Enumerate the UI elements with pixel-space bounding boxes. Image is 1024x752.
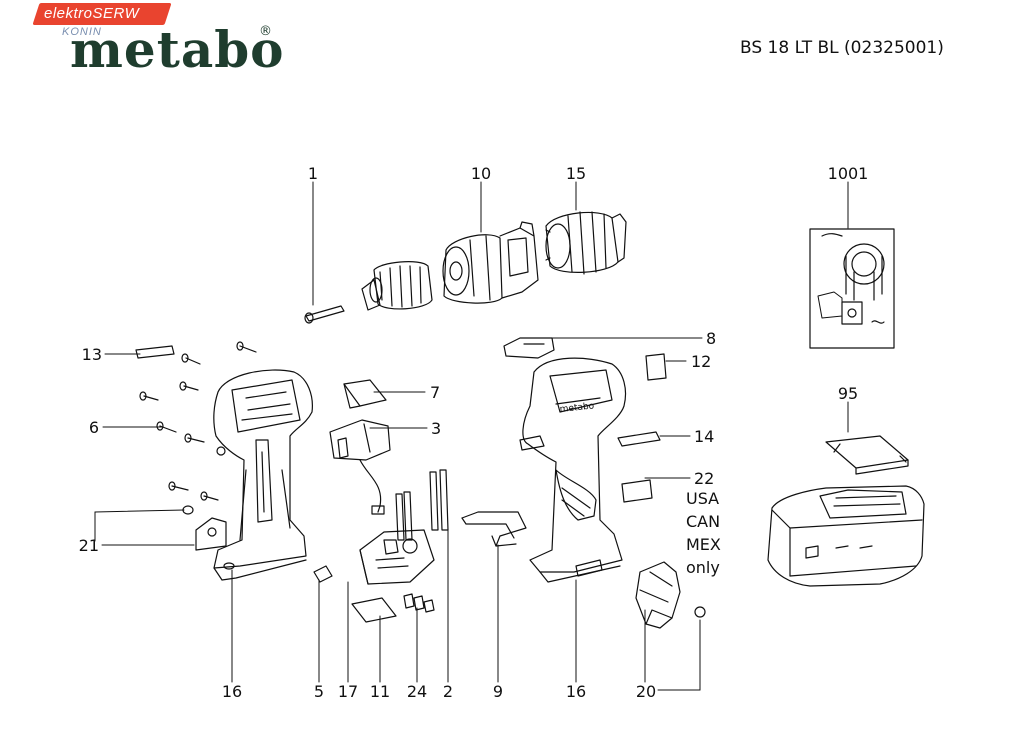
part-10-gearbox: [442, 221, 539, 304]
part-9-spring-clip: [461, 511, 527, 547]
note-line-only: only: [686, 558, 720, 577]
part-6-screws: [139, 341, 257, 501]
callout-21: 21: [79, 536, 99, 555]
callout-7: 7: [430, 383, 440, 402]
brand-logo: metabo: [70, 20, 285, 79]
callout-16-right: 16: [566, 682, 586, 701]
part-battery-pack: [767, 485, 925, 587]
callout-16-left: 16: [222, 682, 242, 701]
callout-5: 5: [314, 682, 324, 701]
callout-95: 95: [838, 384, 858, 403]
part-24-terminals: [403, 593, 435, 613]
part-12-label: [645, 353, 667, 381]
callout-17: 17: [338, 682, 358, 701]
callout-2: 2: [443, 682, 453, 701]
watermark-subtext: KONIN: [62, 26, 102, 38]
part-14-label: [617, 431, 661, 447]
part-16-right-housing: metabo: [519, 357, 627, 583]
callout-6: 6: [89, 418, 99, 437]
part-21-clip: [182, 505, 227, 551]
part-7-switch-cover: [343, 379, 387, 409]
callout-numbers: 1 10 15 1001 8 12 13 7 3 6 14 22 95 21 1…: [79, 164, 869, 701]
callout-8: 8: [706, 329, 716, 348]
part-5-connector: [313, 565, 333, 583]
callout-24: 24: [407, 682, 427, 701]
svg-text:metabo: metabo: [559, 401, 595, 415]
callout-11: 11: [370, 682, 390, 701]
part-drill-chuck: [361, 261, 433, 311]
part-16-left-housing: [213, 369, 313, 581]
callout-1001: 1001: [828, 164, 869, 183]
callout-3: 3: [431, 419, 441, 438]
callout-10: 10: [471, 164, 491, 183]
callout-14: 14: [694, 427, 714, 446]
part-13-label: [135, 345, 175, 359]
callout-12: 12: [691, 352, 711, 371]
registered-mark: ®: [259, 24, 272, 39]
callout-22: 22: [694, 469, 714, 488]
note-line-usa: USA: [686, 489, 719, 508]
part-22-label: [621, 479, 653, 503]
model-title: BS 18 LT BL (02325001): [740, 38, 944, 58]
callout-9: 9: [493, 682, 503, 701]
part-2-rods: [395, 469, 449, 541]
callout-20: 20: [636, 682, 656, 701]
part-15-motor: [545, 211, 627, 275]
part-3-switch: [329, 419, 391, 515]
callout-13: 13: [82, 345, 102, 364]
note-line-can: CAN: [686, 512, 720, 531]
note-line-mex: MEX: [686, 535, 721, 554]
part-11-pad: [351, 597, 397, 623]
part-1-pin: [304, 305, 345, 324]
part-1001-schematic: [809, 228, 895, 349]
part-8-slider: [503, 337, 555, 359]
callout-15: 15: [566, 164, 586, 183]
leader-lines: [94, 181, 849, 691]
callout-1: 1: [308, 164, 318, 183]
part-20-belt-clip: [635, 561, 706, 629]
part-17-electronics: [359, 529, 435, 585]
part-95-plate: [825, 435, 909, 475]
watermark-text: elektroSERW: [44, 5, 140, 22]
